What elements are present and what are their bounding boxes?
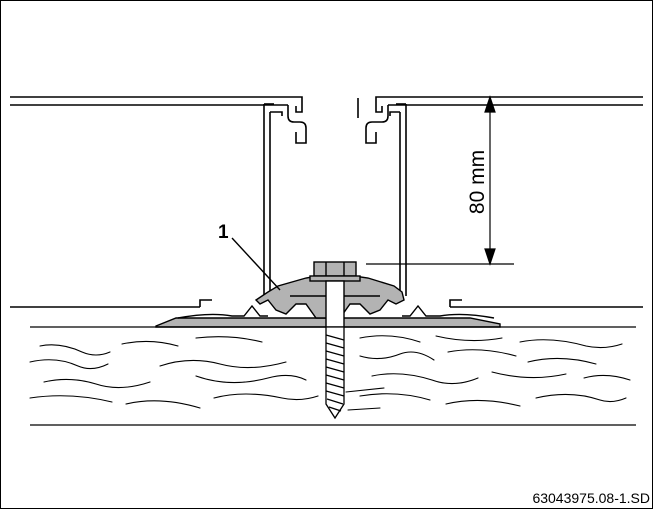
bolt-shaft (325, 280, 345, 328)
callout-number: 1 (218, 222, 229, 243)
dimension-80mm (366, 95, 514, 266)
callout-leader-line (231, 237, 281, 291)
bolt-nut (309, 261, 361, 282)
screw-thread (325, 327, 345, 420)
dimension-label: 80 mm (466, 150, 489, 214)
right-collector-profile (357, 96, 643, 308)
roof-substrate (30, 326, 636, 426)
wood-grain (29, 335, 631, 411)
left-collector-profile (10, 96, 307, 308)
reference-code: 63043975.08-1.SD (532, 490, 650, 506)
